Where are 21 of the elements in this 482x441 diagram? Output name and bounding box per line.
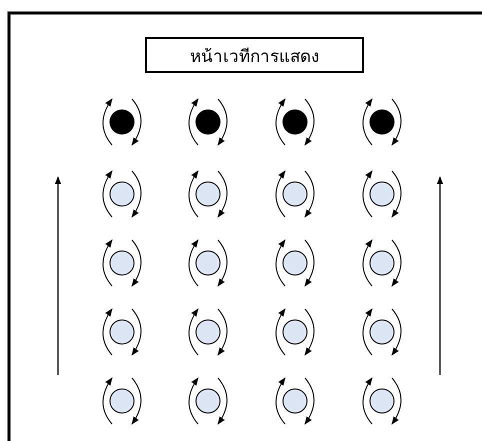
dancer-circle (195, 181, 221, 207)
dancer-circle (195, 319, 221, 345)
dancer-circle (109, 250, 135, 276)
dancer-circle (109, 181, 135, 207)
dancer-circle (369, 250, 395, 276)
dancer-circle (282, 388, 308, 414)
dancer-dot (195, 109, 221, 135)
dancer-circle (369, 319, 395, 345)
dancer-circle (369, 388, 395, 414)
dancer-circle (195, 388, 221, 414)
dancer-circle (109, 388, 135, 414)
dancer-circle (369, 181, 395, 207)
dancer-circle (109, 319, 135, 345)
dancer-dot (282, 109, 308, 135)
dancer-circle (282, 181, 308, 207)
dancer-dot (109, 109, 135, 135)
dancer-circle (195, 250, 221, 276)
stage-box: หน้าเวทีการแสดง (145, 37, 364, 73)
dancer-dot (369, 109, 395, 135)
dancer-circle (282, 319, 308, 345)
dancer-circle (282, 250, 308, 276)
